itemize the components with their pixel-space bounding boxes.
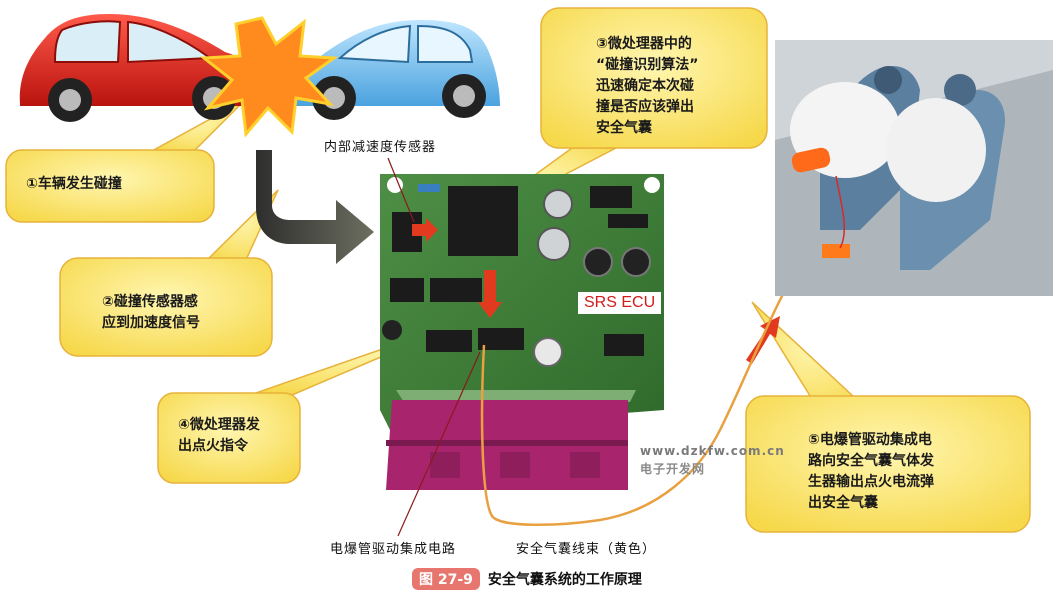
caption-number: 图 27-9 xyxy=(412,568,480,590)
crash-burst-icon xyxy=(199,16,339,138)
bubble-step5: ⑤电爆管驱动集成电 路向安全气囊气体发 生器输出点火电流弹 出安全气囊 xyxy=(808,432,934,511)
blue-car xyxy=(289,20,500,120)
process-arrow-icon xyxy=(256,150,374,264)
bubble-step3: ③微处理器中的 “碰撞识别算法” 迅速确定本次碰 撞是否应该弹出 安全气囊 xyxy=(596,36,699,136)
label-srs-ecu: SRS ECU xyxy=(578,292,662,314)
bubble-step1: ①车辆发生碰撞 xyxy=(26,176,122,192)
label-internal-sensor: 内部减速度传感器 xyxy=(324,140,437,155)
caption-title: 安全气囊系统的工作原理 xyxy=(487,572,642,588)
watermark-url: www.dzkfw.com.cn xyxy=(640,444,785,458)
label-driver-ic: 电爆管驱动集成电路 xyxy=(330,542,457,557)
srs-ecu-board xyxy=(380,174,664,430)
ecu-connector xyxy=(386,400,628,490)
bubble-step4: ④微处理器发 出点火指令 xyxy=(178,417,260,454)
label-harness: 安全气囊线束（黄色） xyxy=(516,542,657,557)
leader-lines xyxy=(387,157,481,537)
figure-caption: 图 27-9 安全气囊系统的工作原理 xyxy=(412,568,642,590)
airbag-harness-wire xyxy=(480,238,841,527)
bubble-step2: ②碰撞传感器感 应到加速度信号 xyxy=(102,294,200,331)
bubbles xyxy=(5,7,1031,533)
car-interior-illustration xyxy=(775,40,1053,296)
watermark-name: 电子开发网 xyxy=(640,462,706,476)
